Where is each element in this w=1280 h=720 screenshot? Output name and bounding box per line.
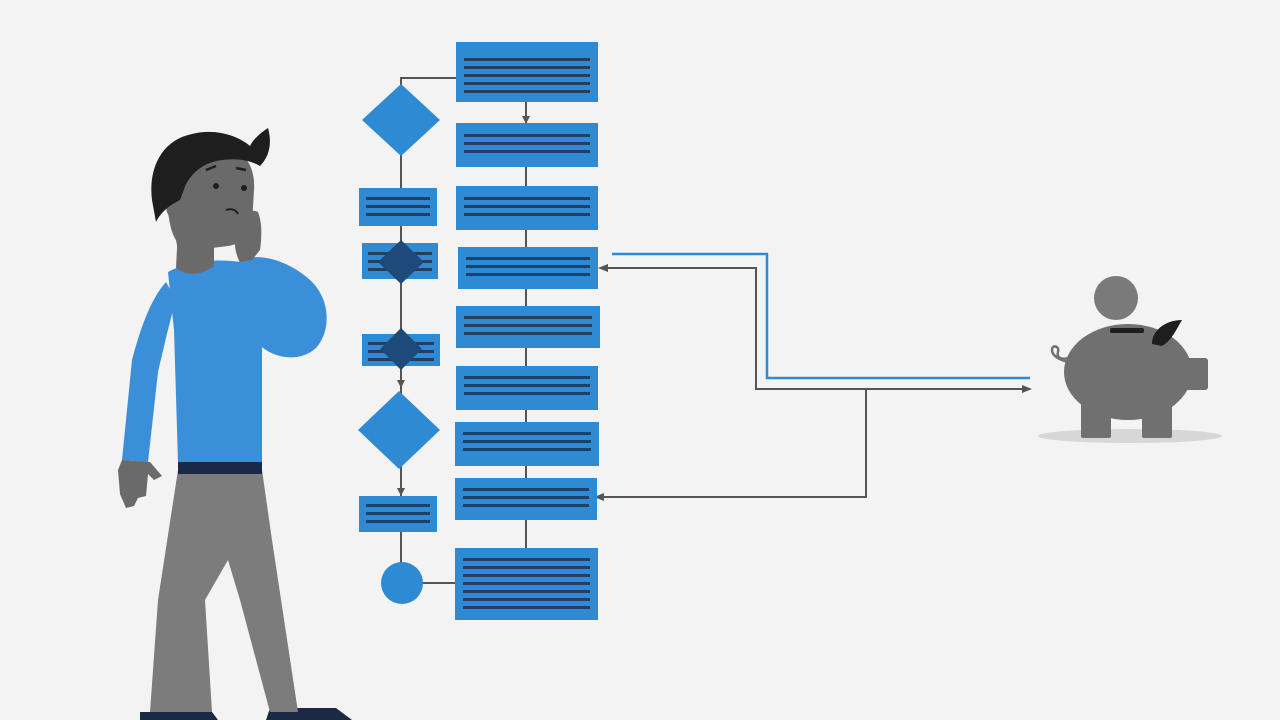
process-box-8 [455, 478, 597, 520]
pants [150, 470, 298, 712]
decision-diamond-dark-1 [378, 240, 424, 284]
coin-slot [1110, 328, 1144, 333]
arrow-down-box2 [522, 116, 530, 124]
piggy-ear [1152, 320, 1182, 346]
process-box-left-1 [359, 188, 437, 226]
forearm [250, 299, 300, 340]
left-hand [118, 460, 162, 508]
left-shoe [140, 712, 218, 720]
person [118, 128, 352, 720]
piggy-body [1064, 324, 1192, 420]
decision-diamond-dark-2 [380, 328, 422, 370]
process-box-9 [455, 548, 598, 620]
decision-diamond-1 [362, 84, 440, 156]
right-column [455, 42, 600, 620]
piggy-tail [1050, 345, 1069, 364]
arrow-down-left [397, 380, 405, 388]
process-box-left-2 [359, 496, 437, 532]
process-box-1 [456, 42, 598, 102]
arrow-to-box4 [598, 264, 608, 272]
coin-icon [1094, 276, 1138, 320]
eyebrow-2 [235, 166, 247, 172]
eye [213, 183, 219, 189]
piggy-bank-icon [1038, 276, 1222, 443]
top-left-link [400, 77, 456, 86]
savings-route-blue [612, 252, 1030, 380]
left-arm [122, 282, 176, 462]
eyebrow [205, 164, 217, 172]
process-box-7 [455, 422, 599, 466]
process-box-2 [456, 123, 598, 167]
arrow-to-piggy [1022, 385, 1032, 393]
hair [151, 128, 270, 222]
process-box-5 [456, 306, 600, 348]
arrow-down-left-2 [397, 488, 405, 496]
process-box-6 [456, 366, 598, 410]
decision-box-1 [362, 240, 438, 284]
arrow-to-box8 [594, 493, 604, 501]
decision-diamond-2 [358, 391, 440, 469]
decision-box-2 [362, 328, 440, 370]
savings-route-dark [600, 267, 1030, 390]
mouth [225, 208, 239, 215]
eye-2 [241, 185, 247, 191]
torso [168, 260, 262, 462]
piggy-snout [1184, 358, 1208, 390]
process-box-3 [456, 186, 598, 230]
piggy-shadow [1038, 429, 1222, 443]
process-box-4 [458, 247, 598, 289]
arrowheads [397, 116, 1032, 501]
left-column [358, 84, 440, 604]
savings-route-lower [598, 389, 867, 498]
right-hand [234, 210, 262, 262]
terminal-circle [381, 562, 423, 604]
